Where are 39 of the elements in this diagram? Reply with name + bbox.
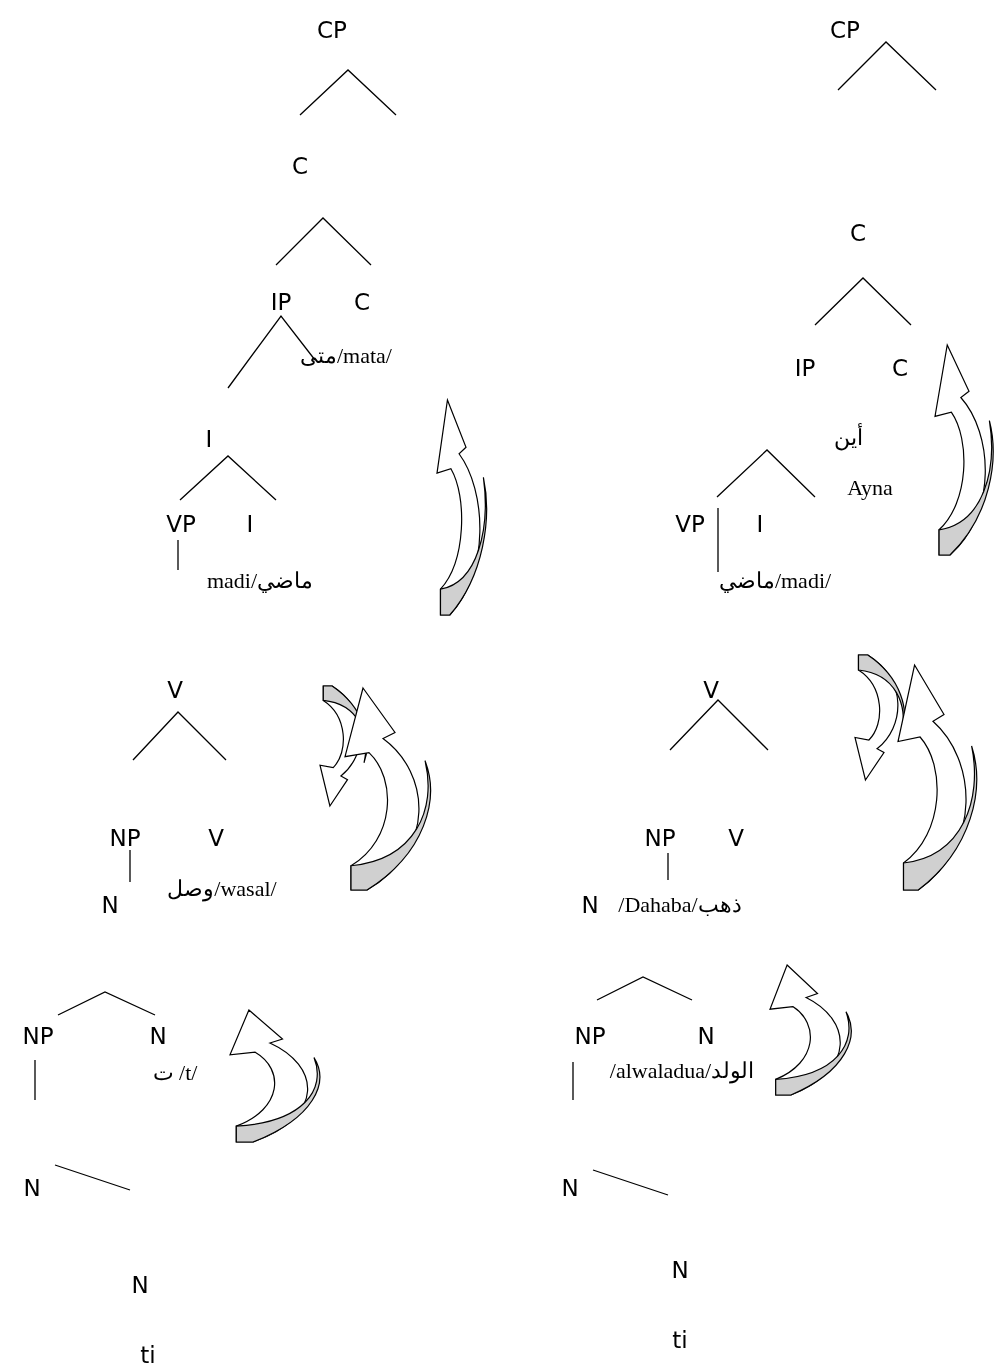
category-label: ti xyxy=(140,1343,156,1367)
category-label: NP xyxy=(22,1024,54,1048)
category-label: N xyxy=(671,1258,689,1282)
category-label: VP xyxy=(166,512,196,536)
category-label: I xyxy=(205,427,213,451)
category-label: N xyxy=(581,893,599,917)
category-label: V xyxy=(208,826,224,850)
category-label: N xyxy=(101,893,119,917)
gloss-text: /alwaladua/الولد xyxy=(609,1060,755,1082)
category-label: NP xyxy=(574,1024,606,1048)
gloss-text: وصل/wasal/ xyxy=(167,878,277,900)
category-label: IP xyxy=(794,356,816,380)
category-label: C xyxy=(849,221,867,245)
gloss-text: Ayna xyxy=(847,477,893,499)
category-label: I xyxy=(246,512,254,536)
category-label: N xyxy=(697,1024,715,1048)
category-label: CP xyxy=(317,18,347,42)
category-label: N xyxy=(561,1176,579,1200)
category-label: N xyxy=(131,1273,149,1297)
category-label: IP xyxy=(270,290,292,314)
category-label: V xyxy=(728,826,744,850)
gloss-text: ت /t/ xyxy=(152,1062,198,1084)
category-label: V xyxy=(703,678,719,702)
category-label: C xyxy=(353,290,371,314)
gloss-text: متى/mata/ xyxy=(300,345,392,367)
category-label: ti xyxy=(672,1328,688,1352)
category-label: V xyxy=(167,678,183,702)
category-label: I xyxy=(756,512,764,536)
category-label: CP xyxy=(830,18,860,42)
category-label: N xyxy=(23,1176,41,1200)
category-label: NP xyxy=(109,826,141,850)
gloss-text: /Dahaba/ذهب xyxy=(618,894,742,916)
category-label: C xyxy=(891,356,909,380)
gloss-text: ماضي/madi/ xyxy=(718,570,832,592)
category-label: N xyxy=(149,1024,167,1048)
gloss-text: madi/ماضي xyxy=(206,570,314,592)
category-label: VP xyxy=(675,512,705,536)
category-label: NP xyxy=(644,826,676,850)
category-label: C xyxy=(291,154,309,178)
